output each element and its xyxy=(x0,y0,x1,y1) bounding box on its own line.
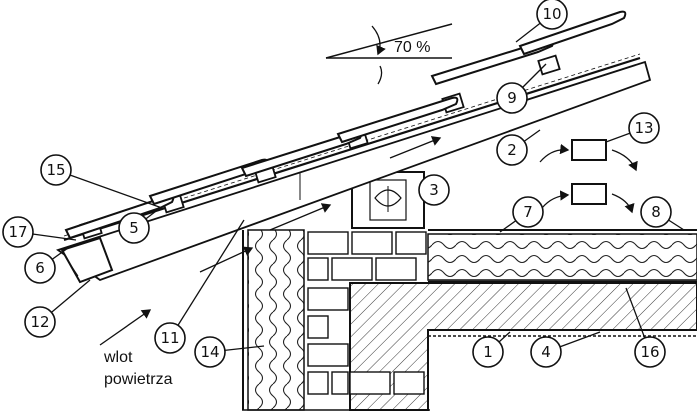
callout-circle-14 xyxy=(194,336,226,368)
slope-label: 70 % xyxy=(394,39,430,56)
callout-number-16: 16 xyxy=(640,343,659,361)
callout-circle-17 xyxy=(2,216,34,248)
callout-number-8: 8 xyxy=(651,203,661,221)
callout-number-15: 15 xyxy=(46,161,65,179)
callout-number-11: 11 xyxy=(160,329,179,347)
callout-number-12: 12 xyxy=(30,313,49,331)
callout-circle-4 xyxy=(530,336,562,368)
callout-number-4: 4 xyxy=(541,343,551,361)
callout-circle-3 xyxy=(418,174,450,206)
callout-circle-16 xyxy=(634,336,666,368)
callout-circle-7 xyxy=(512,196,544,228)
callout-circle-5 xyxy=(118,212,150,244)
callout-circle-1 xyxy=(472,336,504,368)
air-inlet-line2: powietrza xyxy=(104,371,173,388)
callout-number-6: 6 xyxy=(35,259,45,277)
callout-circle-12 xyxy=(24,306,56,338)
callout-circle-11 xyxy=(154,322,186,354)
callout-number-7: 7 xyxy=(523,203,533,221)
callout-leader-11 xyxy=(169,219,245,339)
brick-wall xyxy=(242,231,430,411)
air-inlet-label: wlot powietrza xyxy=(103,349,173,388)
callout-number-13: 13 xyxy=(634,119,653,137)
roof-tiles xyxy=(64,10,627,240)
airflow-boxes xyxy=(539,139,638,214)
callout-number-14: 14 xyxy=(200,343,219,361)
callout-circle-6 xyxy=(24,252,56,284)
callout-circle-10 xyxy=(536,0,568,30)
wall-insulation xyxy=(242,229,305,411)
callout-number-1: 1 xyxy=(483,343,493,361)
callout-number-9: 9 xyxy=(507,89,517,107)
callout-number-17: 17 xyxy=(8,223,27,241)
callout-circle-13 xyxy=(628,112,660,144)
callout-number-2: 2 xyxy=(507,141,517,159)
callout-number-3: 3 xyxy=(429,181,439,199)
callout-circle-2 xyxy=(496,134,528,166)
callout-number-10: 10 xyxy=(542,5,561,23)
air-inlet-line1: wlot xyxy=(103,349,133,366)
callout-circle-9 xyxy=(496,82,528,114)
slope-indicator: 70 % xyxy=(325,23,453,85)
callout-leader-15 xyxy=(55,169,163,209)
eaves-fascia xyxy=(60,236,114,284)
floor-insulation xyxy=(427,229,697,284)
ventilation-arrows xyxy=(99,136,442,346)
callout-number-5: 5 xyxy=(129,219,139,237)
callout-circle-8 xyxy=(640,196,672,228)
callout-circle-15 xyxy=(40,154,72,186)
